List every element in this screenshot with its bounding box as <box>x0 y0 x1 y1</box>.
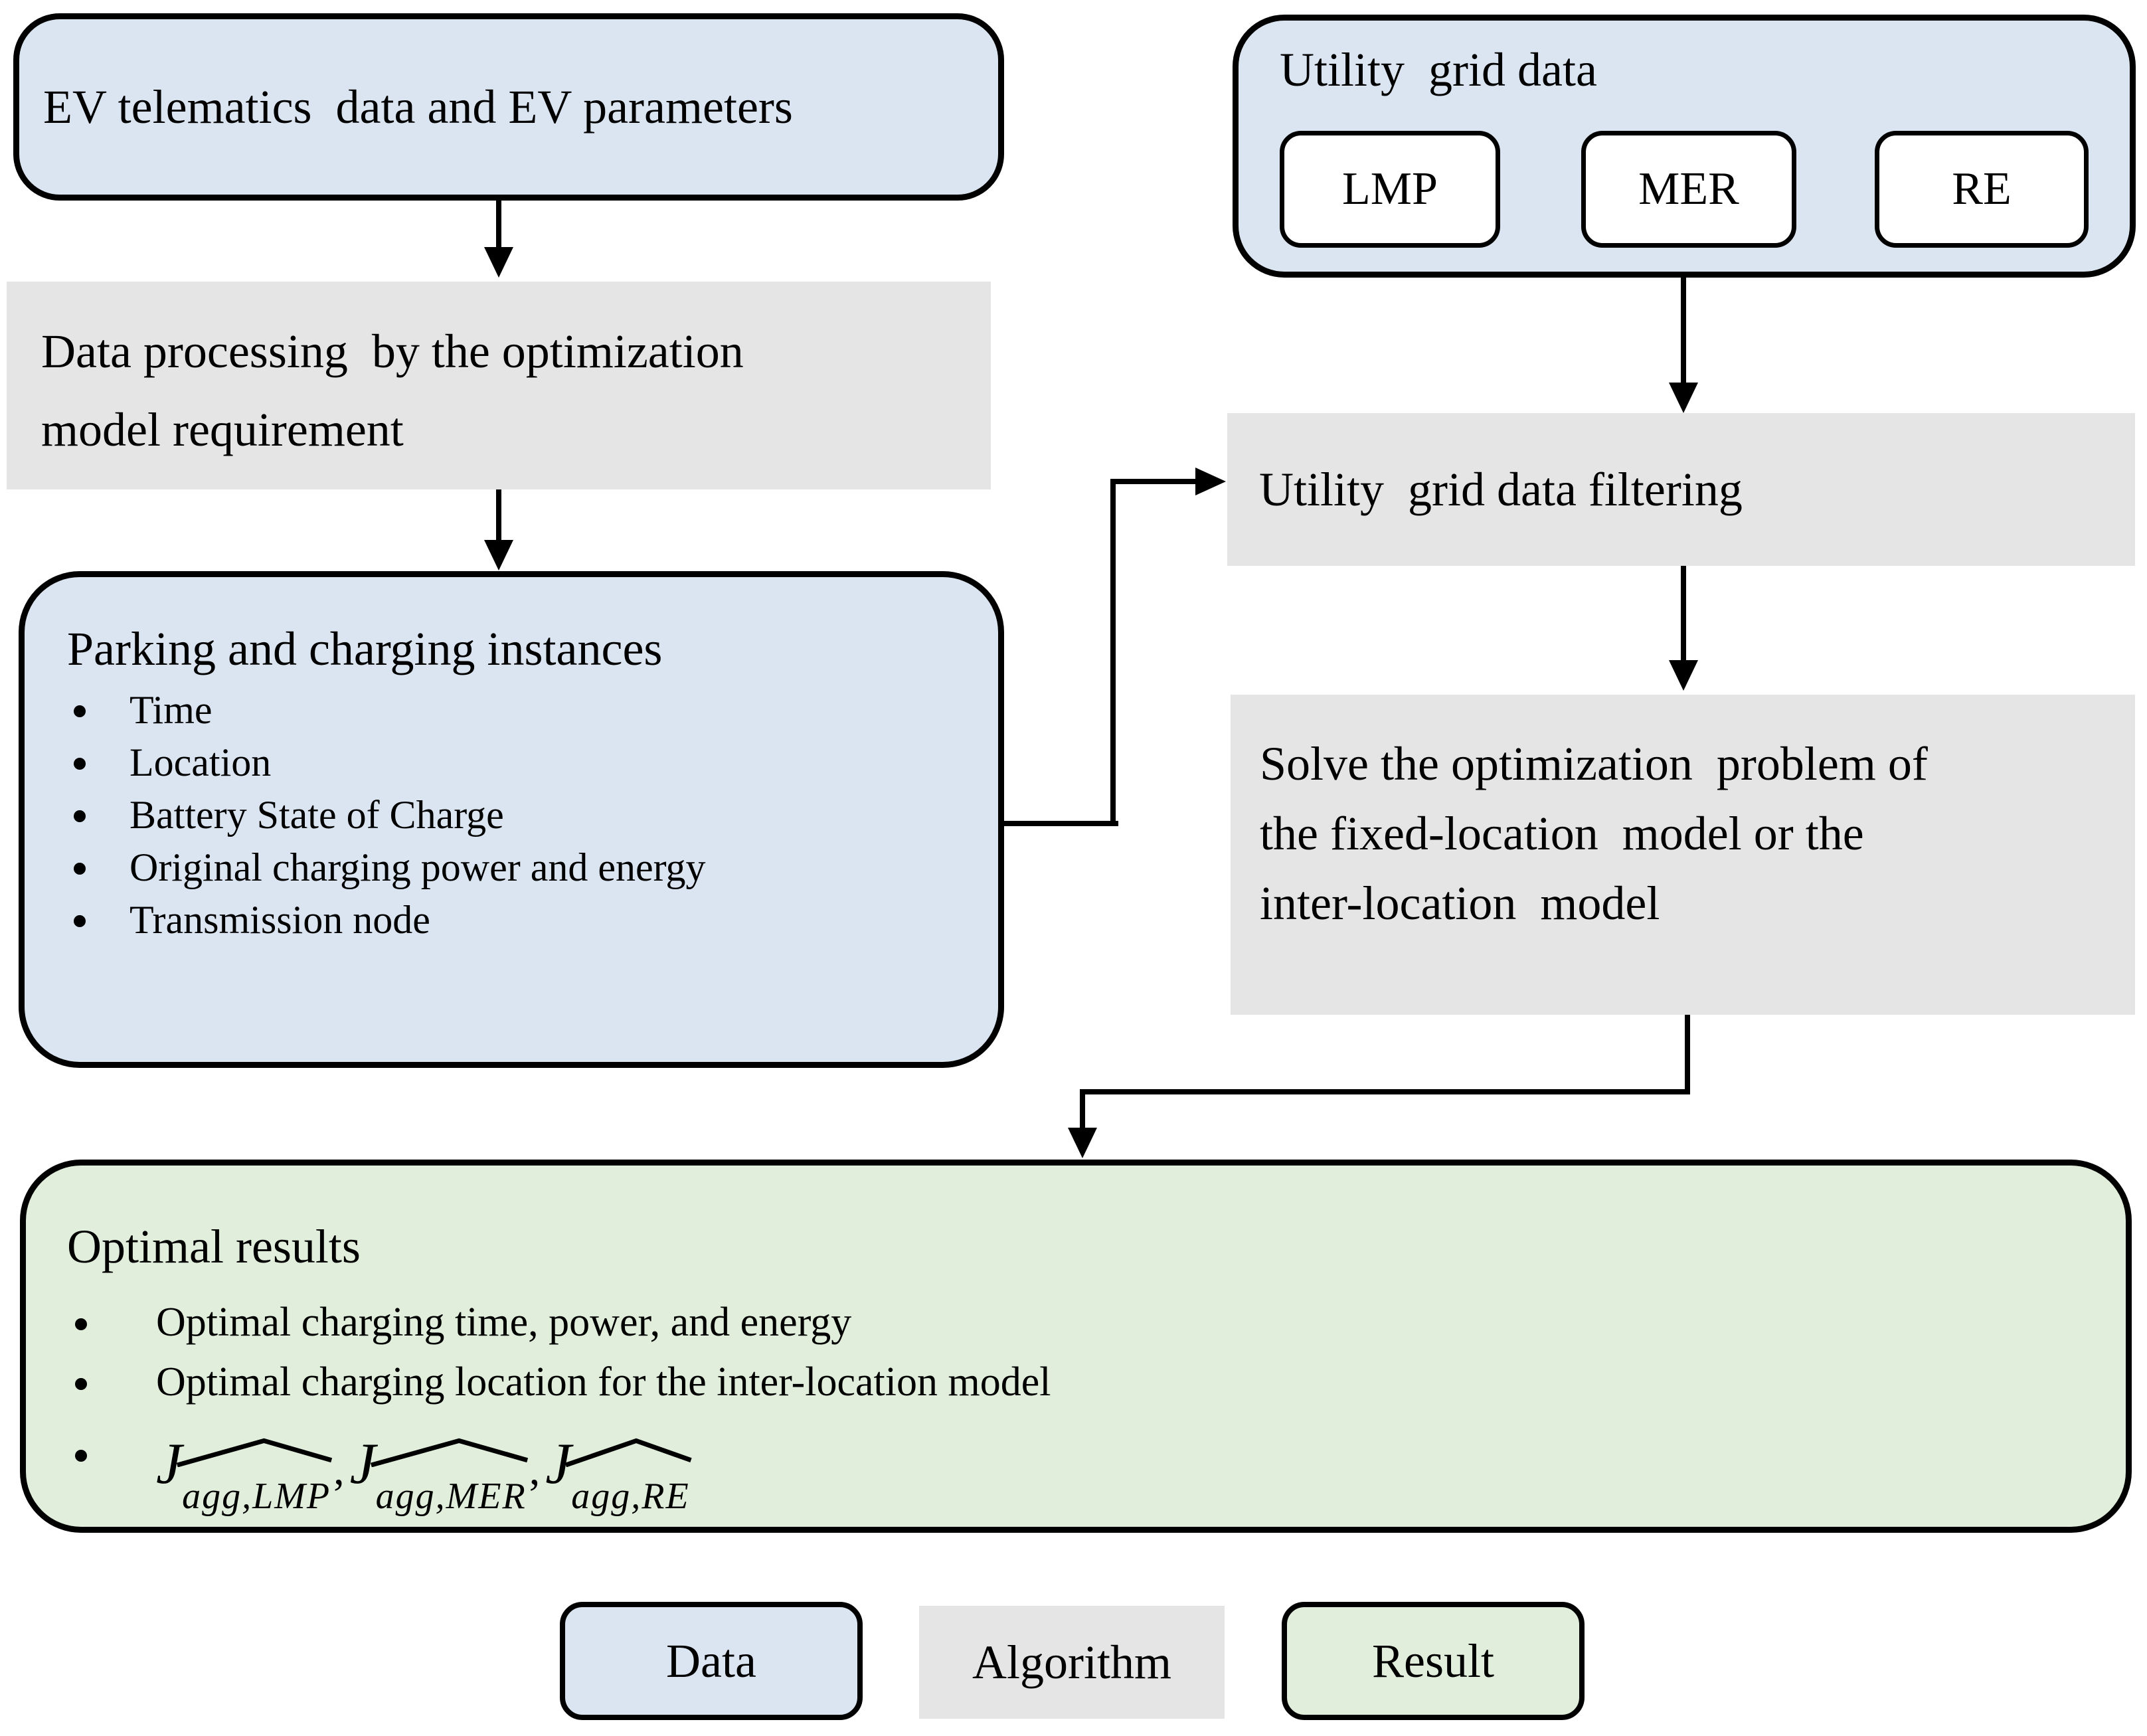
objective-subscript: agg,LMP <box>182 1476 331 1517</box>
arrow-solve-to-results-seg2 <box>1080 1089 1690 1094</box>
arrow-filtering-to-solve-stem <box>1681 566 1686 660</box>
solve-line-1: Solve the optimization problem of <box>1260 737 1928 790</box>
results-objectives: J agg,LMP , J agg,MER <box>156 1410 690 1515</box>
arrow-parking-to-filtering-head <box>1195 468 1226 495</box>
ev-telematics-node: EV telematics data and EV parameters <box>13 13 1004 201</box>
arrow-solve-to-results-head <box>1068 1128 1097 1158</box>
bullet-dot <box>74 863 86 875</box>
arrow-processing-to-parking-stem <box>496 489 501 540</box>
mer-label: MER <box>1638 163 1739 215</box>
arrow-processing-to-parking-head <box>484 540 513 570</box>
parking-bullet-label: Location <box>129 740 272 784</box>
objective-separator: , <box>333 1446 345 1494</box>
arrow-ev-to-processing-head <box>484 247 513 278</box>
wide-hat-icon <box>174 1438 335 1467</box>
data-processing-line-2: model requirement <box>41 403 404 456</box>
lmp-label: LMP <box>1342 163 1438 215</box>
parking-node: Parking and charging instances Time Loca… <box>19 571 1004 1068</box>
objective-subscript-group: agg,RE <box>571 1478 689 1515</box>
legend-data-box: Data <box>560 1602 863 1720</box>
re-label: RE <box>1952 163 2012 215</box>
legend-result-label: Result <box>1371 1634 1494 1688</box>
objective-subscript-group: agg,LMP <box>182 1478 331 1515</box>
legend-algorithm-label: Algorithm <box>972 1635 1171 1689</box>
grid-filtering-node: Utility grid data filtering <box>1227 413 2135 566</box>
results-bullet-label: Optimal charging time, power, and energy <box>156 1300 852 1345</box>
solve-node: Solve the optimization problem of the fi… <box>1231 695 2135 1015</box>
arrow-parking-to-filtering-seg1 <box>1004 821 1118 826</box>
objective-subscript: agg,RE <box>571 1476 690 1517</box>
arrow-solve-to-results-seg1 <box>1685 1015 1690 1094</box>
grid-filtering-label: Utility grid data filtering <box>1259 462 1743 516</box>
bullet-dot <box>75 1378 87 1390</box>
wide-hat-icon <box>368 1438 531 1467</box>
utility-grid-title: Utility grid data <box>1280 43 1597 96</box>
bullet-dot <box>74 758 86 770</box>
arrow-filtering-to-solve-head <box>1669 660 1698 691</box>
parking-bullet-label: Time <box>129 688 213 732</box>
bullet-dot <box>75 1450 87 1462</box>
bullet-dot <box>75 1318 87 1330</box>
objective-term: J agg,MER <box>350 1410 527 1515</box>
objective-subscript-group: agg,MER <box>376 1478 527 1515</box>
objective-subscript: agg,MER <box>375 1476 527 1517</box>
lmp-chip: LMP <box>1280 131 1500 248</box>
bullet-dot <box>74 915 86 927</box>
legend-data-label: Data <box>666 1634 756 1688</box>
arrow-solve-to-results-seg3 <box>1080 1089 1085 1129</box>
results-bullet-label: Optimal charging location for the inter-… <box>156 1359 1051 1405</box>
objective-term: J agg,LMP <box>156 1410 331 1515</box>
legend-result-box: Result <box>1282 1602 1585 1720</box>
re-chip: RE <box>1875 131 2089 248</box>
objective-term: J agg,RE <box>545 1410 689 1515</box>
data-processing-node: Data processing by the optimization mode… <box>7 282 991 489</box>
solve-line-2: the fixed-location model or the <box>1260 807 1864 860</box>
objective-separator: , <box>529 1446 541 1494</box>
ev-telematics-label: EV telematics data and EV parameters <box>43 80 793 133</box>
arrow-parking-to-filtering-seg3 <box>1110 479 1197 484</box>
parking-title: Parking and charging instances <box>67 622 663 675</box>
solve-line-3: inter-location model <box>1260 877 1660 930</box>
parking-bullet-label: Transmission node <box>129 898 430 942</box>
utility-grid-node: Utility grid data LMP MER RE <box>1233 15 2136 278</box>
bullet-dot <box>74 810 86 822</box>
arrow-grid-to-filtering-stem <box>1681 278 1686 383</box>
arrow-grid-to-filtering-head <box>1669 383 1698 413</box>
arrow-ev-to-processing-stem <box>496 201 501 248</box>
wide-hat-icon <box>563 1438 693 1467</box>
parking-bullet-label: Battery State of Charge <box>129 793 504 837</box>
data-processing-line-1: Data processing by the optimization <box>41 325 744 378</box>
legend-algorithm-box: Algorithm <box>919 1606 1225 1719</box>
parking-bullet-label: Original charging power and energy <box>129 845 706 889</box>
bullet-dot <box>74 705 86 717</box>
optimal-results-node: Optimal results Optimal charging time, p… <box>20 1160 2132 1533</box>
optimal-results-title: Optimal results <box>67 1220 361 1273</box>
mer-chip: MER <box>1581 131 1796 248</box>
arrow-parking-to-filtering-seg2 <box>1110 479 1116 826</box>
